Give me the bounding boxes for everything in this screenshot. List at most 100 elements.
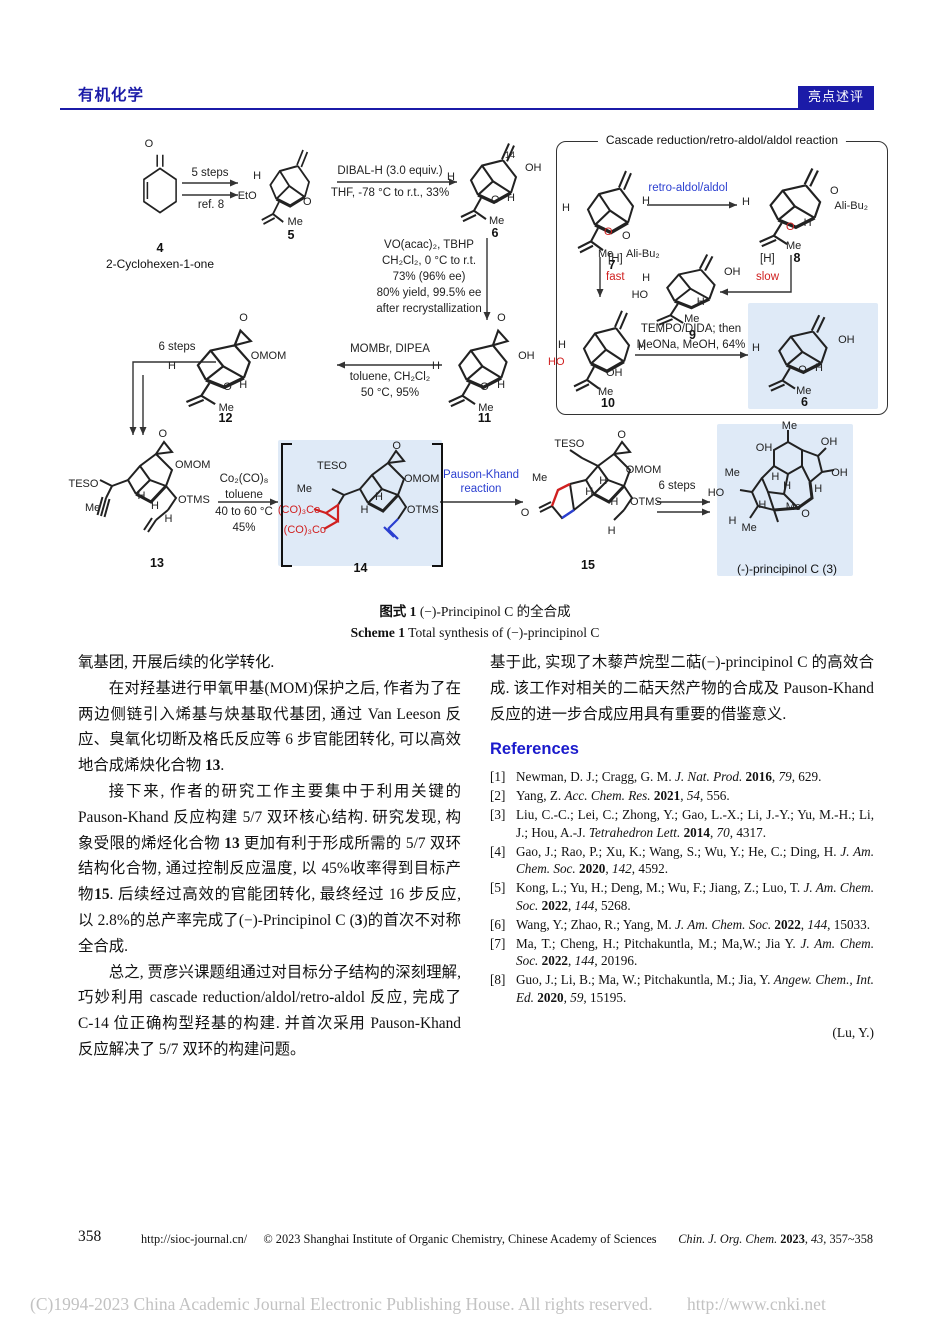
text-segment: Scheme 1: [350, 625, 406, 640]
atom-label: H: [432, 360, 440, 372]
atom-label: HO: [548, 356, 565, 369]
figure-caption: 图式 1 (−)-Principinol C 的全合成 Scheme 1 Tot…: [0, 601, 950, 643]
atom-label: O: [604, 226, 613, 238]
atom-label: H: [642, 271, 651, 284]
atom-label: OH: [518, 349, 535, 362]
text-segment: 2014: [683, 824, 710, 840]
reaction-condition: 5 steps: [191, 167, 229, 179]
atom-label: H: [610, 496, 619, 509]
reference-label: [7]: [490, 935, 506, 951]
text-segment: 接下来, 作者的研究工作主要集中于利用关键的 Pauson-Khand 反应构建…: [78, 782, 461, 852]
text-segment: 54: [686, 788, 701, 804]
atom-label: HO: [707, 486, 725, 499]
text-segment: .: [220, 757, 225, 775]
atom-label: OH: [724, 265, 741, 278]
reference-item: [6]Wang, Y.; Zhao, R.; Yang, M. J. Am. C…: [490, 916, 874, 934]
text-segment: ,: [804, 1232, 811, 1246]
references-title: References: [490, 740, 579, 759]
atom-label: OTMS: [630, 496, 662, 509]
atom-label: OH: [820, 436, 838, 449]
compound-number: 15: [581, 558, 595, 572]
atom-label: H: [752, 341, 760, 354]
text-segment: , 15033.: [827, 916, 871, 932]
text-segment: 2020: [579, 861, 606, 877]
text-segment: 2020: [537, 989, 564, 1005]
atom-label: Me: [296, 483, 312, 496]
compound-number: 14: [353, 561, 368, 575]
text-segment: ,: [709, 824, 717, 840]
atom-label: H: [375, 491, 383, 504]
atom-label: OTMS: [178, 493, 210, 506]
text-segment: , 629.: [791, 769, 822, 785]
reaction-condition: [H]: [608, 253, 623, 265]
text-segment: , 5268.: [594, 897, 631, 913]
atom-label: OMOM: [625, 464, 662, 477]
atom-label: Me: [786, 239, 802, 252]
atom-label: H: [696, 296, 705, 309]
reference-label: [4]: [490, 843, 506, 859]
atom-label: H: [728, 514, 737, 527]
atom-label: O: [520, 506, 530, 519]
reaction-condition: [H]: [760, 253, 775, 265]
compound-number: 7: [608, 258, 616, 272]
text-segment: 3: [354, 911, 363, 929]
journal-url: http://sioc-journal.cn/: [141, 1232, 248, 1246]
atom-label: H: [164, 513, 173, 526]
text-segment: Liu, C.-C.; Lei, C.; Zhong, Y.; Gao, L.-…: [516, 806, 874, 840]
text-segment: Acc. Chem. Res.: [564, 788, 651, 804]
text-segment: 15: [94, 886, 110, 904]
reaction-condition: 40 to 60 °C: [215, 506, 273, 518]
reference-item: [8]Guo, J.; Li, B.; Ma, W.; Pitchakuntla…: [490, 971, 874, 1007]
atom-label: OH: [606, 366, 623, 379]
reaction-condition: fast: [606, 271, 625, 283]
atom-label: HO: [631, 288, 649, 301]
text-segment: 2022: [774, 916, 801, 932]
figure-caption-en: Scheme 1 Total synthesis of (−)-principi…: [0, 622, 950, 643]
atom-label: O: [303, 196, 312, 208]
atom-label: O: [617, 428, 626, 441]
atom-label: H: [151, 500, 159, 513]
atom-label: O: [798, 364, 807, 377]
text-segment: Total synthesis of (−)-principinol C: [405, 625, 600, 640]
reference-item: [1]Newman, D. J.; Cragg, G. M. J. Nat. P…: [490, 768, 874, 786]
text-segment: J. Am. Chem. Soc.: [516, 935, 874, 969]
atom-label: Me: [598, 386, 614, 399]
atom-label: H: [168, 360, 176, 372]
atom-label: OH: [525, 162, 542, 175]
reference-item: [5]Kong, L.; Yu, H.; Deng, M.; Wu, F.; J…: [490, 879, 874, 915]
page-footer: 358 http://sioc-journal.cn/ © 2023 Shang…: [0, 1226, 950, 1252]
atom-label: OH: [831, 467, 848, 480]
reaction-condition: 45%: [232, 522, 256, 534]
text-segment: J. Am. Chem. Soc.: [675, 916, 772, 932]
atom-label: H: [507, 191, 515, 204]
atom-label: O: [786, 221, 795, 233]
atom-label: O: [497, 311, 506, 324]
compound-number: 12: [218, 411, 233, 425]
compound-number: 10: [601, 396, 615, 410]
atom-label: H: [585, 485, 594, 498]
text-segment: ,: [568, 897, 575, 913]
atom-label: H: [803, 216, 812, 229]
text-segment: 144: [574, 897, 595, 913]
text-segment: Newman, D. J.; Cragg, G. M.: [516, 769, 675, 785]
reaction-scheme: Cascade reduction/retro-aldol/aldol reac…: [60, 125, 890, 587]
reaction-condition: slow: [756, 271, 780, 283]
atom-label: O: [622, 230, 631, 243]
cnki-watermark: (C)1994-2023 China Academic Journal Elec…: [30, 1294, 890, 1315]
compound-number: 4: [156, 241, 164, 255]
atom-label: OMOM: [250, 349, 287, 362]
reference-item: [2]Yang, Z. Acc. Chem. Res. 2021, 54, 55…: [490, 787, 874, 805]
atom-label: H: [642, 195, 650, 208]
reaction-condition: reaction: [460, 483, 502, 495]
atom-label: H: [771, 471, 780, 484]
text-segment: . 后续经过高效的官能团转化, 最终经过 16 步反应, 以 2.8%的总产率完…: [78, 886, 461, 929]
text-segment: Kong, L.; Yu, H.; Deng, M.; Wu, F.; Jian…: [516, 880, 804, 896]
atom-label: O: [480, 381, 489, 393]
text-segment: 在对羟基进行甲氧甲基(MOM)保护之后, 作者为了在两边侧链引入烯基与炔基取代基…: [78, 679, 461, 775]
highlight-box: [278, 440, 442, 566]
reference-label: [2]: [490, 788, 506, 804]
